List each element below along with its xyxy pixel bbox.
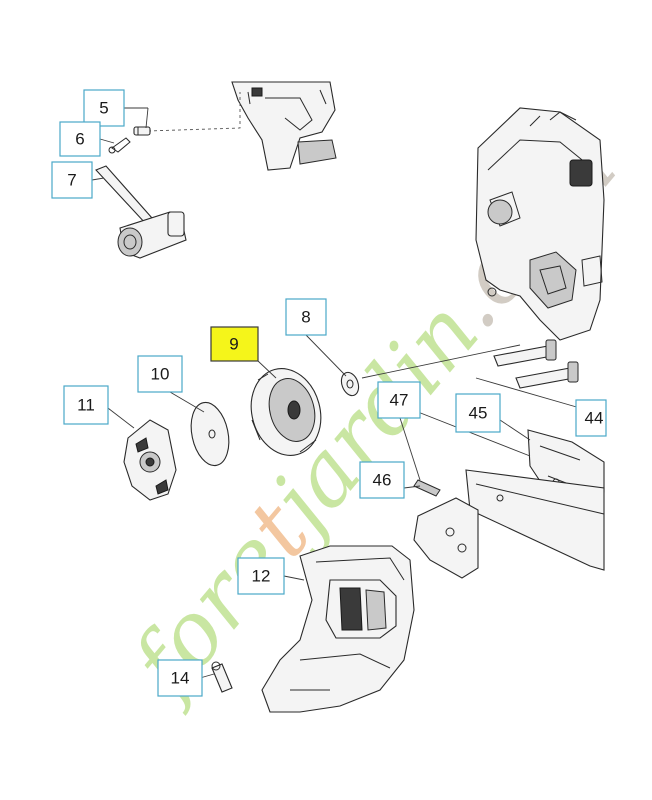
part-47-pin xyxy=(413,479,441,497)
callout-45: 45 xyxy=(455,393,501,433)
top-housing xyxy=(231,81,337,171)
part-10-disc xyxy=(190,401,230,467)
part-11-clutch xyxy=(123,419,177,501)
svg-text:5: 5 xyxy=(99,99,108,118)
leader-lines xyxy=(91,107,581,679)
callout-9: 9 xyxy=(210,326,259,362)
part-12-sprocket-cover xyxy=(261,545,415,713)
svg-text:12: 12 xyxy=(252,567,271,586)
svg-text:6: 6 xyxy=(75,130,84,149)
svg-text:11: 11 xyxy=(77,396,95,415)
svg-text:46: 46 xyxy=(373,471,392,490)
part-8-washer xyxy=(340,371,360,397)
svg-text:47: 47 xyxy=(390,391,409,410)
callout-6: 6 xyxy=(59,121,101,157)
part-14-screw xyxy=(211,661,233,693)
svg-text:9: 9 xyxy=(229,335,238,354)
svg-text:14: 14 xyxy=(171,669,190,688)
part-6-pin xyxy=(108,137,131,154)
callout-44: 44 xyxy=(575,399,607,437)
callout-47: 47 xyxy=(377,381,421,419)
assembly-line-top xyxy=(147,92,241,132)
callout-46: 46 xyxy=(359,461,405,499)
part-5-screw xyxy=(133,126,151,136)
part-7-wrench xyxy=(95,165,187,259)
callout-7: 7 xyxy=(51,161,93,199)
svg-text:8: 8 xyxy=(301,308,310,327)
part-44-studs xyxy=(493,339,579,389)
guide-bar xyxy=(465,469,605,571)
callout-11: 11 xyxy=(63,385,109,425)
part-46-bar-plate xyxy=(413,497,479,579)
svg-text:10: 10 xyxy=(151,365,170,384)
callout-8: 8 xyxy=(285,298,327,336)
callout-14: 14 xyxy=(157,659,203,697)
assembly-line-8 xyxy=(361,344,521,379)
callout-12: 12 xyxy=(237,557,285,595)
svg-text:45: 45 xyxy=(469,404,488,423)
callout-10: 10 xyxy=(137,355,183,393)
svg-text:44: 44 xyxy=(585,409,604,428)
engine-crankcase xyxy=(475,107,605,341)
svg-text:7: 7 xyxy=(67,171,76,190)
callout-5: 5 xyxy=(83,89,125,127)
part-9-clutch-drum xyxy=(250,368,322,456)
